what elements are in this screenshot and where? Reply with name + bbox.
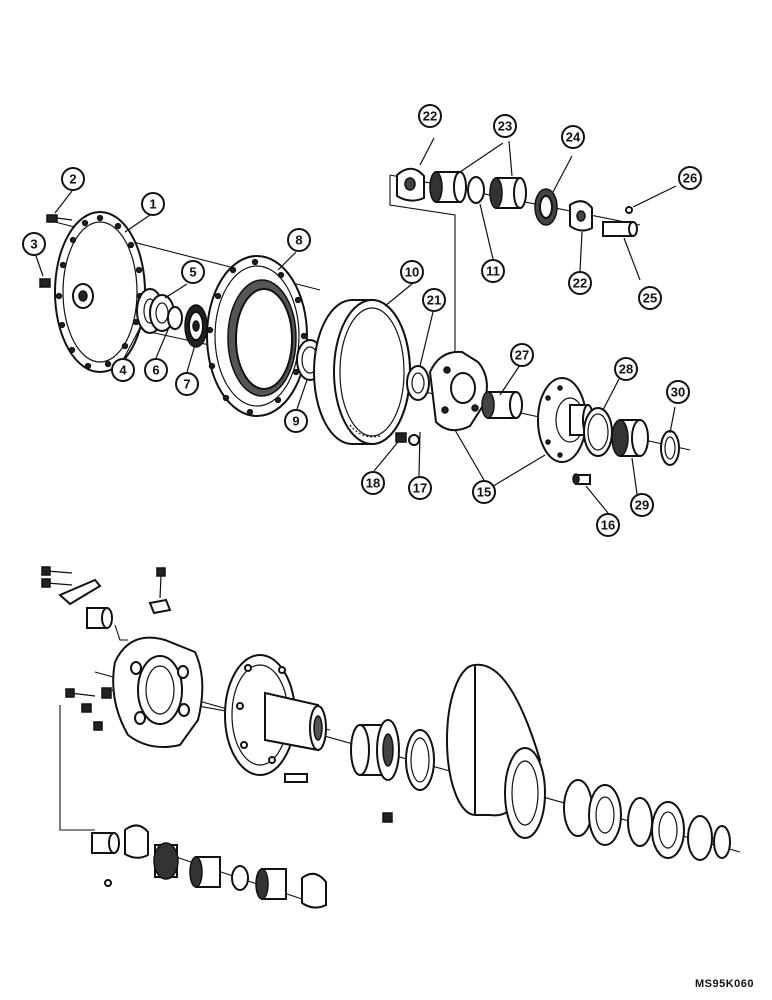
lower-carrier-plate [112,636,204,748]
callout-label: 27 [515,348,529,363]
callout-8: 8 [287,228,311,252]
leader-lines [35,137,677,514]
callout-26: 26 [678,166,702,190]
thrust-washer-21 [406,365,430,401]
callout-label: 29 [635,498,649,513]
figure-code: MS95K060 [694,978,754,990]
planet-carrier [428,350,488,432]
callout-label: 4 [119,363,127,378]
spacer-11 [467,176,485,204]
flange-bolt [572,473,591,485]
lower-bearing-cup [405,729,435,791]
callout-25: 25 [638,286,662,310]
callout-9: 9 [284,409,308,433]
cover-plug [39,278,51,288]
callout-11: 11 [481,259,505,283]
ball-26 [625,206,633,214]
callout-label: 8 [295,233,302,248]
spline-hub [481,391,523,419]
callout-label: 24 [566,130,581,145]
callout-label: 16 [601,518,615,533]
callout-28: 28 [614,357,638,381]
callout-label: 15 [477,485,491,500]
snap-ring-28 [583,407,613,457]
callout-1: 1 [141,192,165,216]
lower-bushing [86,607,113,629]
callout-label: 6 [152,363,159,378]
lower-bearing-cone [350,719,400,781]
lower-bolts-left [41,566,112,731]
callout-5: 5 [181,260,205,284]
callout-7: 7 [175,372,199,396]
lower-cup-and-cone-set [563,779,731,861]
callout-label: 17 [413,481,427,496]
callout-label: 22 [423,109,437,124]
spacer-ring [167,306,183,330]
callout-29: 29 [630,493,654,517]
callout-label: 2 [69,172,76,187]
callout-21: 21 [422,288,446,312]
cover-bolt-holes [55,214,144,370]
callout-18: 18 [361,471,385,495]
callout-label: 18 [366,476,380,491]
callout-2: 2 [61,167,85,191]
cover-bolt [46,214,73,223]
callout-27: 27 [510,343,534,367]
callout-label: 10 [405,265,419,280]
snap-ring-30 [660,430,680,466]
callout-label: 26 [683,171,697,186]
callout-10: 10 [400,260,424,284]
callout-15: 15 [472,480,496,504]
lower-screw-and-clip [148,567,172,615]
callout-label: 28 [619,362,633,377]
needle-bearing-left [429,171,467,203]
sun-gear [184,304,208,348]
planet-gear-24 [534,188,558,226]
drive-gear-29 [611,419,649,457]
callout-label: 9 [292,414,299,429]
callout-3: 3 [22,232,46,256]
callout-label: 22 [573,276,587,291]
callout-22-top: 22 [418,104,442,128]
bracket-left [396,167,425,202]
lower-pinion-set [91,824,327,909]
planet-pin-25 [602,221,638,237]
callout-24: 24 [561,125,585,149]
callout-30: 30 [666,380,690,404]
callout-label: 25 [643,291,657,306]
callout-label: 1 [149,197,156,212]
ring-gear-plate [206,255,308,417]
callout-label: 21 [427,293,441,308]
carrier-washer [408,434,420,446]
ring-gear-drum [313,299,411,445]
callout-16: 16 [596,513,620,537]
callout-22-bottom: 22 [568,271,592,295]
needle-bearing-right [489,177,527,209]
callout-label: 5 [189,265,196,280]
callout-label: 30 [671,385,685,400]
carrier-nut [395,432,407,443]
callout-label: 11 [486,264,500,279]
callout-label: 3 [30,237,37,252]
output-flange [537,377,594,463]
callout-6: 6 [144,358,168,382]
callout-4: 4 [111,358,135,382]
lower-wheel-hub [382,663,546,839]
callout-label: 7 [183,377,190,392]
cover-plate [54,211,146,373]
callout-17: 17 [408,476,432,500]
lower-flange-hub [224,654,327,783]
callout-label: 23 [498,119,512,134]
callout-23: 23 [493,114,517,138]
bracket-right [569,200,593,232]
